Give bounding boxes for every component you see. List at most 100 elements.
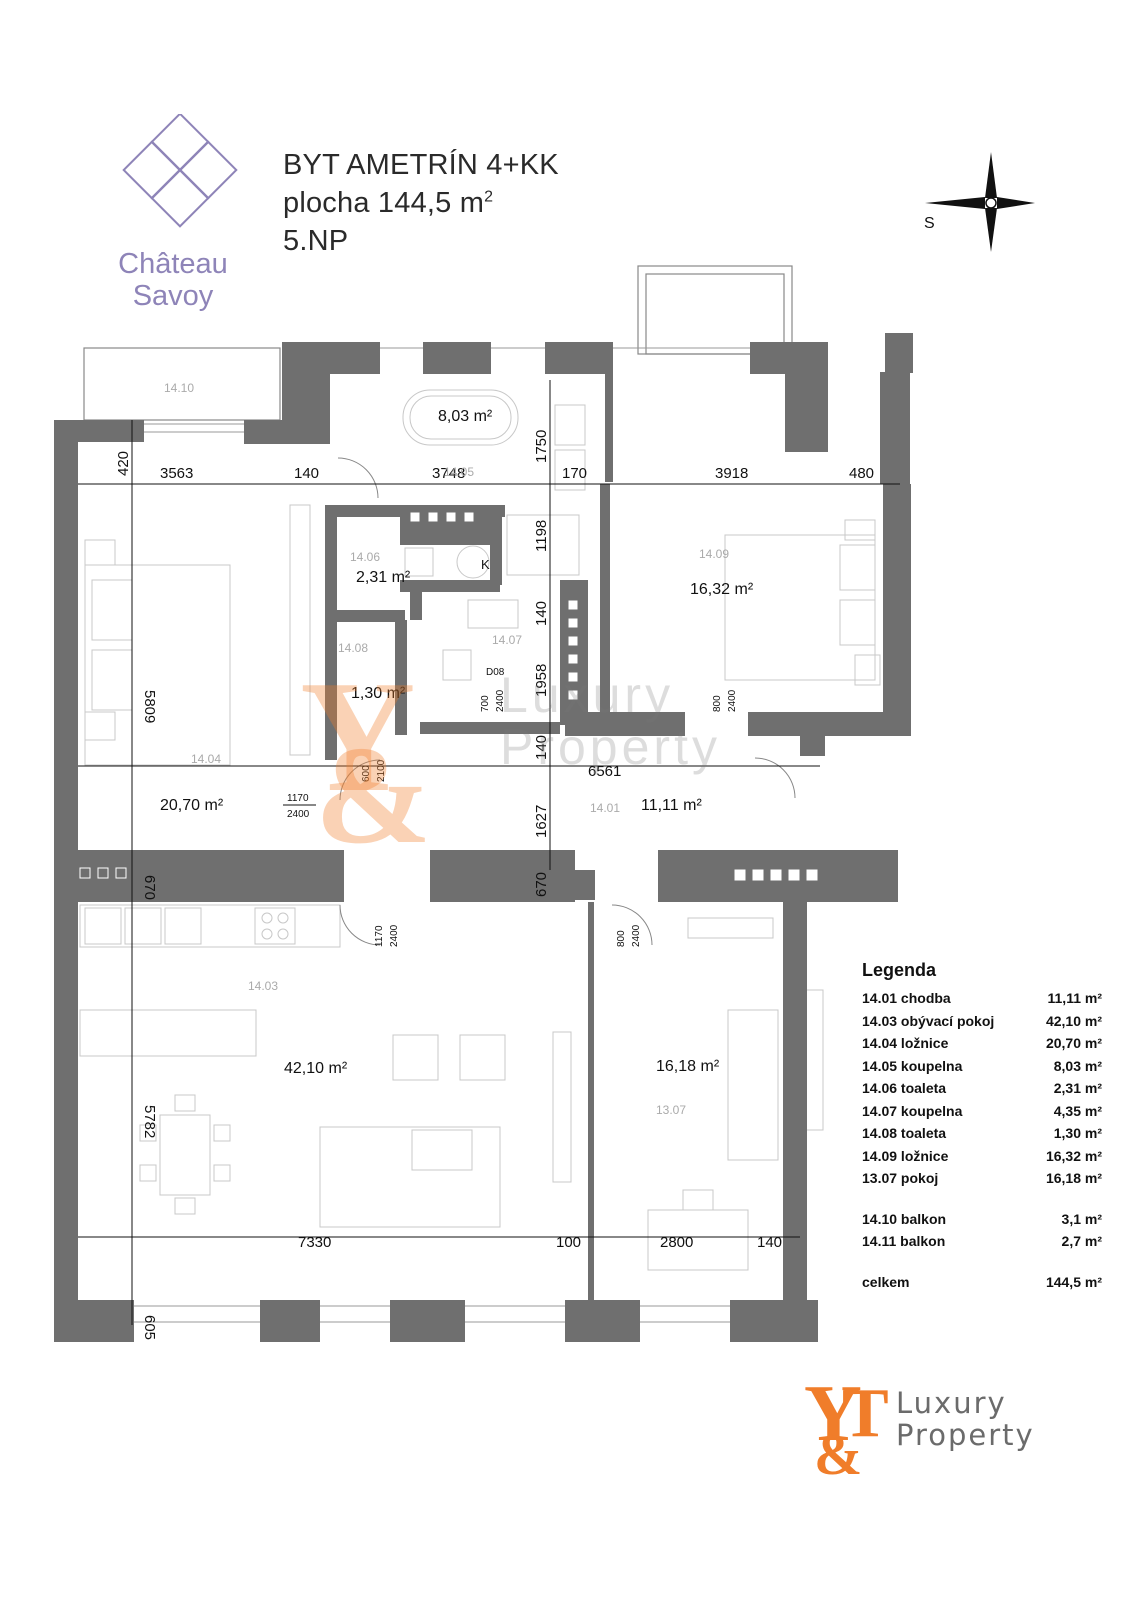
door-1170b-width: 1170 <box>374 925 385 947</box>
door-600-height: 2100 <box>376 759 387 782</box>
title-area: plocha 144,5 m2 <box>283 184 559 222</box>
legend-balcony-name: 14.11 balkon <box>862 1233 946 1250</box>
legend-room-area: 2,31 m² <box>1053 1080 1102 1097</box>
door-1170b-height: 2400 <box>389 924 400 947</box>
room-14-07-id: 14.07 <box>492 633 522 647</box>
dim-5782: 5782 <box>141 1105 158 1138</box>
title-floor: 5.NP <box>283 225 349 257</box>
legend-balcony-name: 14.10 balkon <box>862 1210 947 1227</box>
room-14-05-area: 8,03 m² <box>438 408 493 425</box>
legend-room-name: 13.07 pokoj <box>862 1170 939 1187</box>
legend-room-name: 14.06 toaleta <box>862 1080 947 1097</box>
legend-row: 14.05 koupelna 8,03 m² <box>862 1055 1102 1078</box>
legend-room-name: 14.05 koupelna <box>862 1057 963 1074</box>
brand-line1: Château <box>118 248 228 280</box>
door-1170a-height: 2400 <box>287 809 310 820</box>
room-14-08-area: 1,30 m² <box>351 685 406 702</box>
balcony-top-outline <box>637 265 793 355</box>
dim-1198: 1198 <box>533 520 550 552</box>
dim-140d: 140 <box>757 1234 782 1251</box>
legend-room-area: 42,10 m² <box>1045 1012 1102 1029</box>
room-14-09-id: 14.09 <box>699 547 729 561</box>
door-800b-height: 2400 <box>631 924 642 947</box>
room-14-06-area: 2,31 m² <box>356 569 411 586</box>
legend-balcony-row: 14.11 balkon 2,7 m² <box>862 1230 1102 1253</box>
legend-row: 14.07 koupelna 4,35 m² <box>862 1100 1102 1123</box>
title-apartment: BYT AMETRÍN 4+KK <box>283 149 559 181</box>
legend-row: 14.08 toaleta 1,30 m² <box>862 1122 1102 1145</box>
chateau-savoy-logo <box>122 114 238 228</box>
dim-100: 100 <box>556 1234 581 1251</box>
legend-room-name: 14.04 ložnice <box>862 1035 949 1052</box>
door-800a-height: 2400 <box>727 689 738 712</box>
legend-room-name: 14.09 ložnice <box>862 1147 949 1164</box>
legend-balcony-area: 2,7 m² <box>1061 1233 1102 1250</box>
room-14-03-area: 42,10 m² <box>284 1060 348 1077</box>
dim-670a: 670 <box>141 875 158 900</box>
legend-room-area: 16,32 m² <box>1045 1147 1102 1164</box>
door-700-width: 700 <box>480 695 491 712</box>
svg-text:T: T <box>842 1375 889 1452</box>
room-14-10-id: 14.10 <box>164 381 194 395</box>
door-700-height: 2400 <box>495 689 506 712</box>
title-block: BYT AMETRÍN 4+KK plocha 144,5 m2 5.NP <box>283 146 559 260</box>
legend-room-area: 4,35 m² <box>1053 1102 1102 1119</box>
legend-balcony-area: 3,1 m² <box>1061 1210 1102 1227</box>
dim-3563: 3563 <box>160 465 193 482</box>
dim-1750: 1750 <box>533 430 550 463</box>
dim-3748: 3748 <box>432 465 465 482</box>
legend-total-name: celkem <box>862 1273 910 1290</box>
legend-row: 14.06 toaleta 2,31 m² <box>862 1077 1102 1100</box>
compass-label: S <box>924 215 935 232</box>
room-14-09-area: 16,32 m² <box>690 581 754 598</box>
legend-room-area: 11,11 m² <box>1047 990 1103 1007</box>
legend-row: 13.07 pokoj 16,18 m² <box>862 1167 1102 1190</box>
watermark-logo: Y & <box>300 647 432 873</box>
door-600-width: 600 <box>361 765 372 782</box>
room-14-01-id: 14.01 <box>590 801 620 815</box>
svg-text:Y: Y <box>804 1372 862 1458</box>
legend-room-name: 14.03 obývací pokoj <box>862 1012 995 1029</box>
dim-140c: 140 <box>533 735 550 760</box>
svg-text:&: & <box>315 718 432 873</box>
legend-balcony-row: 14.10 balkon 3,1 m² <box>862 1208 1102 1231</box>
dim-170: 170 <box>562 465 587 482</box>
room-14-05-id: 14.05 <box>444 465 474 479</box>
svg-text:&: & <box>814 1422 862 1482</box>
svg-text:Y: Y <box>300 647 416 825</box>
legend-room-area: 1,30 m² <box>1053 1125 1102 1142</box>
title-area-value: plocha 144,5 m <box>283 187 485 219</box>
dim-480: 480 <box>849 465 874 482</box>
room-14-01-area: 11,11 m² <box>641 797 702 814</box>
legend-room-area: 8,03 m² <box>1053 1057 1102 1074</box>
watermark-line1: Luxury <box>500 667 675 723</box>
legend-title: Legenda <box>862 960 937 980</box>
dim-140a: 140 <box>294 465 319 482</box>
room-13-07-id: 13.07 <box>656 1103 686 1117</box>
door-800b-width: 800 <box>616 930 627 947</box>
dim-3918: 3918 <box>715 465 748 482</box>
door-1170a-width: 1170 <box>287 793 309 804</box>
legend-room-name: 14.08 toaleta <box>862 1125 947 1142</box>
compass-rose-icon <box>925 152 1035 252</box>
toilet-k-label: K <box>481 557 490 572</box>
watermark-line2: Property <box>500 719 721 775</box>
dimension-lines <box>78 380 900 1325</box>
room-14-03-id: 14.03 <box>248 979 278 993</box>
room-14-06-id: 14.06 <box>350 550 380 564</box>
dim-605: 605 <box>141 1315 158 1340</box>
footer-logo-line2: Property <box>896 1418 1035 1452</box>
door-800a-width: 800 <box>712 695 723 712</box>
legend-row: 14.03 obývací pokoj 42,10 m² <box>862 1010 1102 1033</box>
legend-room-area: 16,18 m² <box>1045 1170 1102 1187</box>
title-area-sup: 2 <box>484 188 494 206</box>
room-14-04-id: 14.04 <box>191 752 221 766</box>
legend-room-name: 14.07 koupelna <box>862 1102 963 1119</box>
dim-2800: 2800 <box>660 1234 693 1251</box>
walls <box>54 333 913 1342</box>
